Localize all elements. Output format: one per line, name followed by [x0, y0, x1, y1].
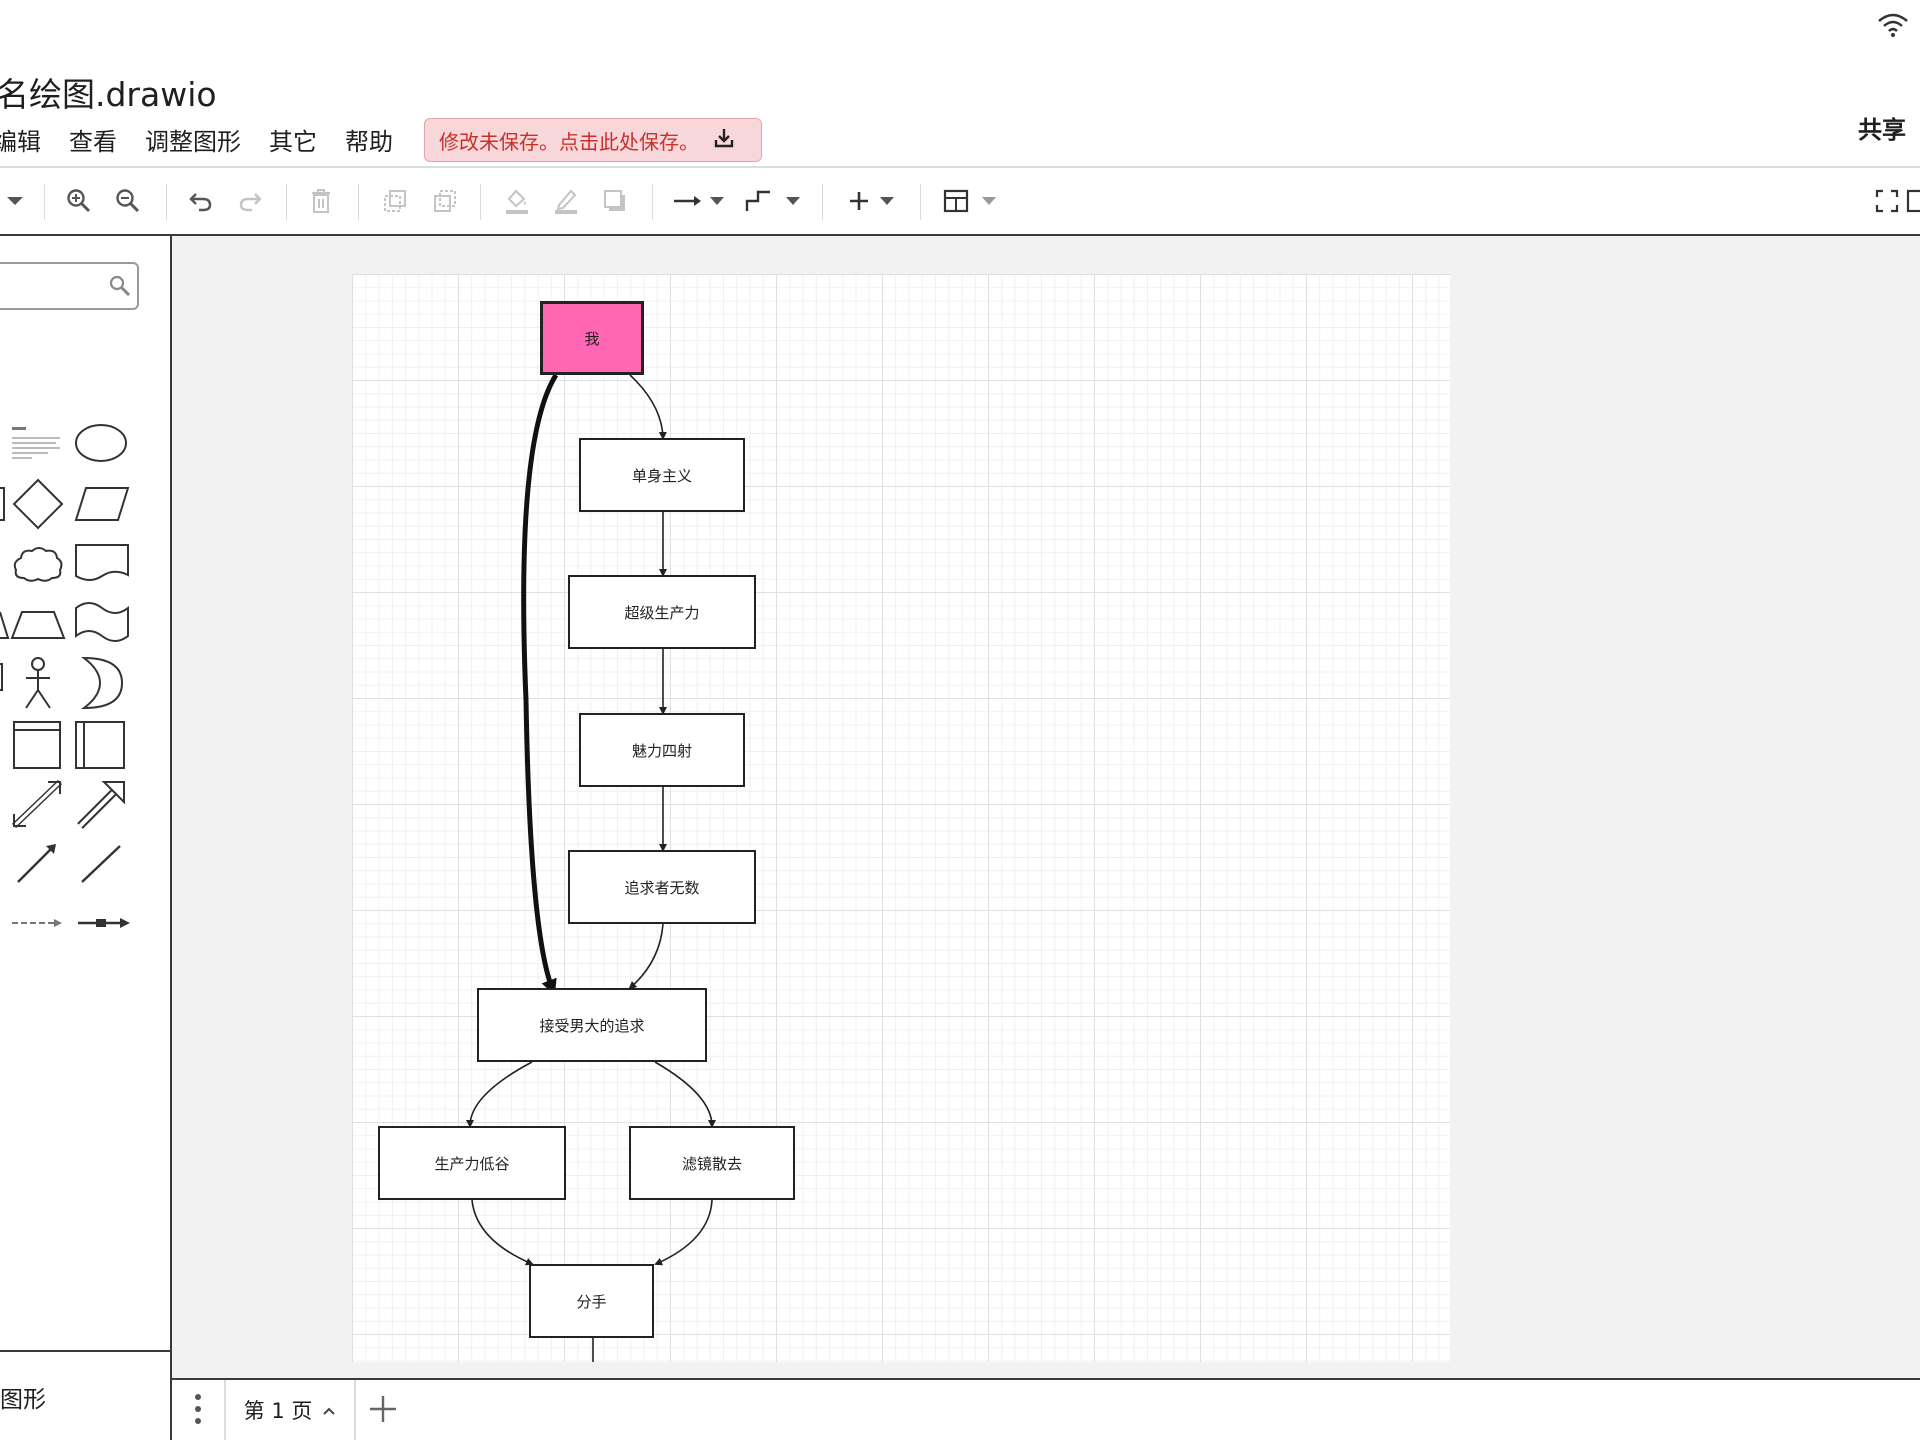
line-arrow-shape[interactable] [14, 842, 60, 890]
menu-edit[interactable]: 编辑 [0, 127, 41, 156]
waypoints-icon[interactable] [744, 186, 802, 216]
tape-shape[interactable] [74, 600, 130, 648]
node-accept[interactable]: 接受男大的追求 [477, 988, 707, 1062]
zoom-out-icon[interactable] [113, 186, 143, 216]
node-single[interactable]: 单身主义 [579, 438, 745, 512]
toolbar-separator [480, 184, 481, 220]
node-filter-gone[interactable]: 滤镜散去 [629, 1126, 795, 1200]
toolbar-divider [0, 166, 1920, 168]
connection-icon[interactable] [672, 186, 726, 216]
menu-help[interactable]: 帮助 [345, 127, 393, 156]
node-suitors[interactable]: 追求者无数 [568, 850, 756, 924]
document-shape[interactable] [74, 542, 130, 588]
format-panel-icon[interactable] [1904, 186, 1920, 216]
toolbar-separator [822, 184, 823, 220]
unsaved-changes-label: 修改未保存。点击此处保存。 [439, 129, 699, 154]
delete-icon[interactable] [306, 186, 336, 216]
more-shapes-button[interactable]: 图形 [0, 1387, 46, 1413]
menu-extras[interactable]: 其它 [269, 127, 317, 156]
page-tab-label: 第 1 页 [243, 1399, 313, 1423]
shape-partial[interactable] [0, 662, 6, 696]
block-arrow-shape[interactable] [74, 778, 128, 834]
page-tab[interactable]: 第 1 页 [224, 1380, 356, 1440]
edge-me-to-accept[interactable] [521, 373, 559, 996]
text-shape[interactable] [12, 425, 64, 469]
toolbar-separator [166, 184, 167, 220]
menu-bar: 编辑 查看 调整图形 其它 帮助 [0, 118, 421, 160]
line-shape[interactable] [78, 842, 124, 890]
square-shape-partial[interactable] [0, 484, 6, 528]
shadow-icon[interactable] [600, 186, 630, 216]
menu-view[interactable]: 查看 [69, 127, 117, 156]
shape-search-input[interactable] [0, 262, 139, 310]
vertical-container-shape[interactable] [74, 720, 126, 774]
toolbar-divider [0, 234, 1920, 236]
edge-accept-to-filter[interactable] [654, 1061, 716, 1128]
dropdown-icon[interactable] [0, 186, 30, 216]
toolbar-separator [920, 184, 921, 220]
parallelogram-shape[interactable] [74, 484, 130, 528]
fill-color-icon[interactable] [502, 186, 532, 216]
container-shape[interactable] [12, 720, 62, 774]
double-arrow-shape[interactable] [10, 778, 64, 834]
search-icon[interactable] [108, 274, 132, 302]
toolbar-separator [44, 184, 45, 220]
toolbar-separator [652, 184, 653, 220]
node-super-productivity[interactable]: 超级生产力 [568, 575, 756, 649]
node-low-productivity[interactable]: 生产力低谷 [378, 1126, 566, 1200]
undo-icon[interactable] [186, 186, 216, 216]
redo-icon[interactable] [235, 186, 265, 216]
share-button[interactable]: 共享 [1858, 116, 1906, 144]
edge-filter-to-breakup[interactable] [654, 1199, 713, 1266]
edge-low-to-breakup[interactable] [471, 1199, 534, 1266]
node-breakup[interactable]: 分手 [529, 1264, 654, 1338]
actor-shape[interactable] [20, 656, 56, 714]
dashed-connector-shape[interactable] [10, 914, 66, 933]
shape-partial[interactable] [0, 608, 10, 646]
unsaved-changes-button[interactable]: 修改未保存。点击此处保存。 [424, 118, 762, 162]
ellipse-shape[interactable] [74, 423, 128, 467]
add-page-icon[interactable] [366, 1392, 400, 1426]
toolbar-separator [358, 184, 359, 220]
edge-me-to-single[interactable] [629, 374, 667, 440]
chevron-up-icon[interactable] [322, 1401, 336, 1420]
download-icon [713, 127, 735, 154]
node-me[interactable]: 我 [540, 301, 644, 375]
menu-arrange[interactable]: 调整图形 [145, 127, 241, 156]
node-charm[interactable]: 魅力四射 [579, 713, 745, 787]
trapezoid-shape[interactable] [10, 608, 66, 646]
edge-accept-to-low[interactable] [466, 1061, 533, 1128]
table-icon[interactable] [942, 186, 1000, 216]
page-bar [172, 1378, 1920, 1440]
diamond-shape[interactable] [12, 478, 64, 534]
insert-icon[interactable] [846, 186, 900, 216]
to-front-icon[interactable] [380, 186, 410, 216]
page-menu-icon[interactable] [188, 1392, 208, 1426]
cloud-shape[interactable] [12, 544, 64, 588]
file-title[interactable]: 名绘图.drawio [0, 75, 217, 114]
crescent-shape[interactable] [80, 656, 124, 714]
fullscreen-icon[interactable] [1872, 186, 1902, 216]
connector-shape[interactable] [76, 914, 132, 933]
toolbar-separator [286, 184, 287, 220]
edge-suitors-to-accept[interactable] [628, 923, 664, 990]
to-back-icon[interactable] [430, 186, 460, 216]
sidebar-divider [0, 1350, 172, 1352]
zoom-in-icon[interactable] [64, 186, 94, 216]
line-color-icon[interactable] [551, 186, 581, 216]
wifi-icon [1876, 12, 1910, 42]
